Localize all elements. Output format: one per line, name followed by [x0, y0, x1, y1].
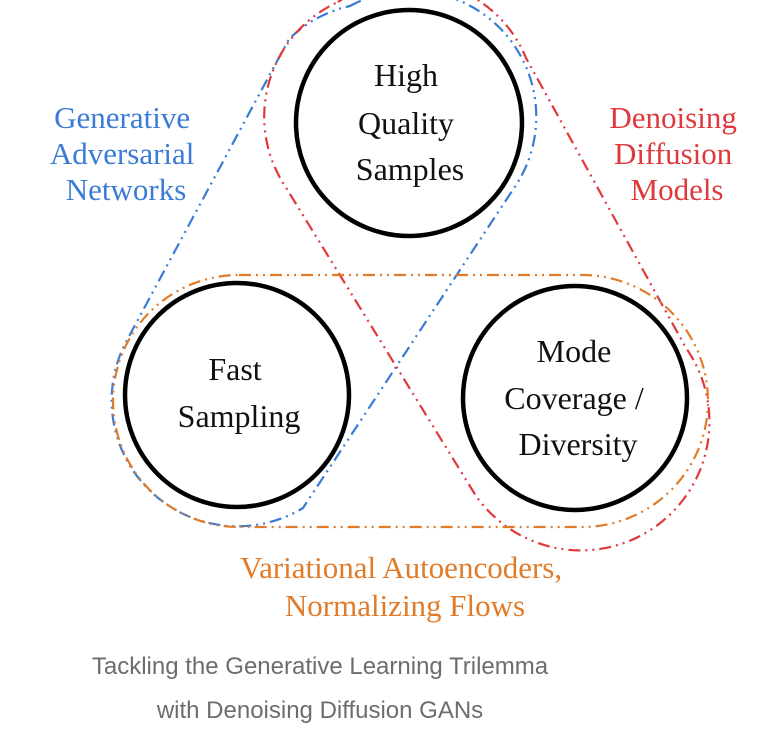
- diffusion-boundary: [263, 0, 711, 552]
- diffusion-label: Denoising Diffusion Models: [609, 100, 744, 207]
- figure-caption-line-1: Tackling the Generative Learning Trilemm…: [91, 653, 549, 680]
- figure-caption-line-2: with Denoising Diffusion GANs: [156, 697, 484, 724]
- gan-label: Generative Adversarial Networks: [50, 100, 202, 207]
- mode-coverage-circle: [460, 283, 690, 513]
- high-quality-label: High Quality Samples: [356, 57, 464, 187]
- vae-boundary: [111, 273, 710, 529]
- fast-sampling-label: Fast Sampling: [178, 351, 301, 434]
- high-quality-circle: [293, 7, 525, 239]
- vae-flows-label: Variational Autoencoders, Normalizing Fl…: [240, 550, 570, 623]
- fast-sampling-circle: [122, 280, 352, 510]
- gan-boundary: [110, 0, 538, 528]
- mode-coverage-label: Mode Coverage / Diversity: [504, 333, 652, 462]
